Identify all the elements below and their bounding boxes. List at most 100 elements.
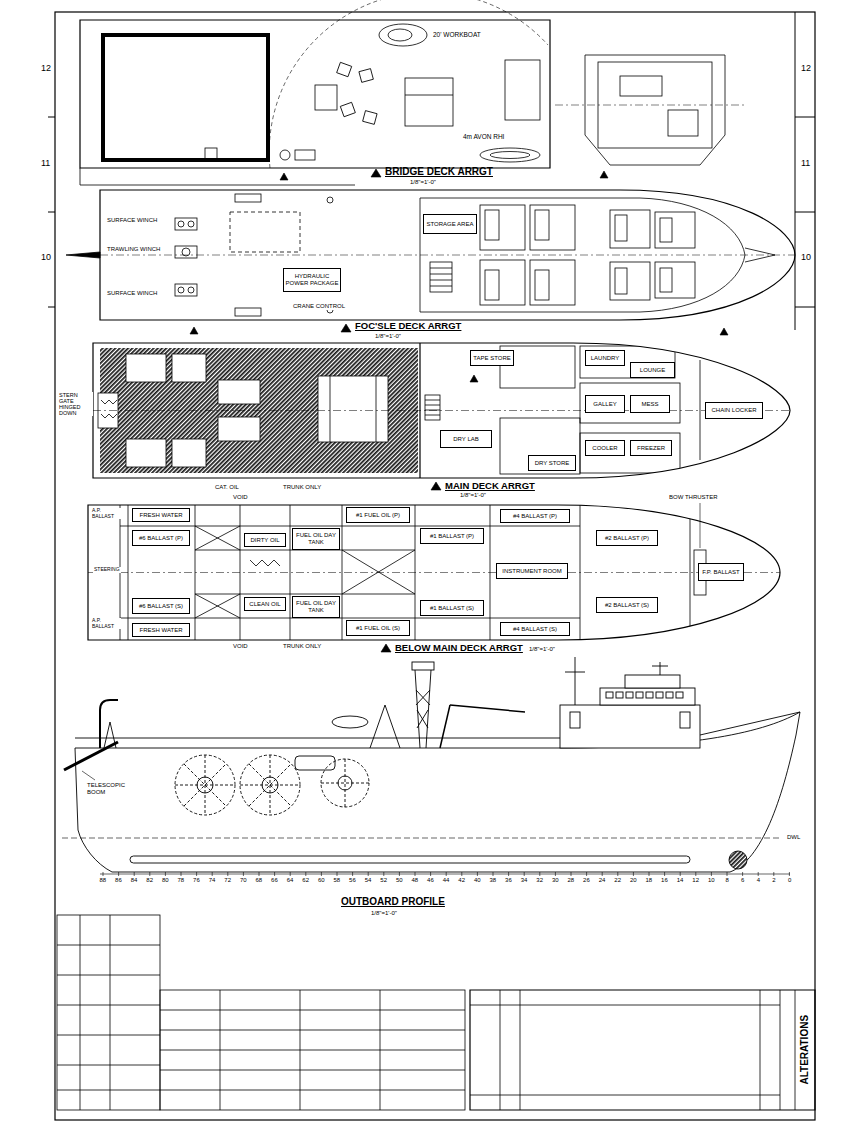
focsle-deck-drawing xyxy=(100,194,795,316)
outboard-profile-drawing xyxy=(700,712,800,735)
deck-plan: MAIN DECK ARRGT1/8"=1'-0"TAPE STOREDRY L… xyxy=(93,343,790,478)
main-deck-drawing xyxy=(419,343,420,478)
frame-number: 68 xyxy=(255,877,264,884)
revision-triangle xyxy=(600,171,608,178)
deck-outline xyxy=(88,505,780,640)
tank-note: TRUNK ONLY xyxy=(282,643,322,650)
compartment-box: #4 BALLAST (P) xyxy=(500,509,570,523)
focsle-deck-drawing xyxy=(327,197,333,203)
frame-tick xyxy=(415,872,416,876)
below-deck-drawing xyxy=(342,550,415,594)
compartment-box: #6 BALLAST (P) xyxy=(132,530,190,546)
frame-tick xyxy=(134,872,135,876)
outboard-profile-drawing xyxy=(100,700,118,748)
outboard-profile-drawing xyxy=(104,722,116,748)
frame-number: 2 xyxy=(771,877,776,884)
below-deck-drawing xyxy=(128,505,129,640)
scale-note: 1/8"=1'-0" xyxy=(410,179,436,186)
compartment-box: #2 BALLAST (P) xyxy=(596,530,658,546)
compartment-label: DRY LAB xyxy=(452,436,479,443)
focsle-deck-drawing xyxy=(175,246,197,258)
main-deck-drawing xyxy=(318,376,388,442)
title-block xyxy=(57,975,160,976)
frame-number: 52 xyxy=(379,877,388,884)
outboard-profile-drawing xyxy=(600,688,695,705)
focsle-deck-drawing xyxy=(745,248,775,262)
outboard-profile-drawing xyxy=(295,756,335,770)
below-deck-drawing xyxy=(580,505,581,640)
compartment-box: INSTRUMENT ROOM xyxy=(496,563,568,579)
focsle-deck-drawing xyxy=(188,221,194,227)
main-deck-drawing xyxy=(93,343,790,478)
frame-tick xyxy=(305,872,306,876)
focsle-deck-drawing xyxy=(655,212,695,248)
focsle-deck-drawing xyxy=(660,218,672,242)
frame-number: 40 xyxy=(473,877,482,884)
bridge-deck-drawing xyxy=(668,110,698,136)
revision-triangle xyxy=(190,327,198,334)
outboard-profile-drawing xyxy=(184,764,226,806)
frame-tick xyxy=(227,872,228,876)
tank-label: A.P. BALLAST xyxy=(91,508,121,519)
frame-number: 76 xyxy=(192,877,201,884)
frame-number: 24 xyxy=(598,877,607,884)
compartment-box: #1 BALLAST (S) xyxy=(420,600,484,616)
frame-number: 70 xyxy=(239,877,248,884)
frame-tick xyxy=(352,872,353,876)
compartment-box: DRY STORE xyxy=(528,455,576,471)
frame-number: 28 xyxy=(567,877,576,884)
deck-note: STERN GATE HINGED DOWN xyxy=(58,392,93,416)
title-block xyxy=(160,1050,465,1051)
frame-tick xyxy=(243,872,244,876)
frame-number: 88 xyxy=(99,877,108,884)
deck-outline xyxy=(470,990,815,1110)
bridge-deck-drawing xyxy=(269,0,548,168)
bridge-deck-drawing xyxy=(280,150,290,160)
main-deck-drawing xyxy=(172,354,206,382)
title-block xyxy=(160,1010,465,1011)
focsle-deck-drawing xyxy=(235,194,261,202)
main-deck-drawing xyxy=(93,410,790,411)
frame-tick xyxy=(165,872,166,876)
outboard-profile-drawing xyxy=(440,705,450,748)
tank-note: TRUNK ONLY xyxy=(282,484,322,491)
deck-outline xyxy=(470,990,815,1110)
outboard-profile-drawing xyxy=(82,771,95,780)
frame-tick xyxy=(727,872,728,876)
frame-tick xyxy=(149,872,150,876)
view-heading: MAIN DECK ARRGT xyxy=(445,481,535,492)
outboard-profile-drawing xyxy=(332,716,368,728)
title-block xyxy=(160,1030,465,1031)
grid-zone-number: 12 xyxy=(800,64,812,74)
sheet-frame xyxy=(55,12,815,1120)
compartment-label: COOLER xyxy=(591,445,618,452)
outboard-profile-drawing xyxy=(626,692,633,698)
focsle-deck-drawing xyxy=(430,280,452,281)
outboard-profile-drawing xyxy=(270,755,271,815)
frame-tick xyxy=(633,872,634,876)
outboard-profile-drawing xyxy=(416,690,430,705)
frame-tick xyxy=(477,872,478,876)
below-deck-drawing xyxy=(700,503,701,548)
compartment-box: #6 BALLAST (S) xyxy=(132,598,190,614)
deck-plan: BELOW MAIN DECK ARRGT1/8"=1'-0"FRESH WAT… xyxy=(88,505,780,640)
main-deck-drawing xyxy=(126,354,166,382)
outboard-profile-drawing xyxy=(100,874,790,875)
compartment-box: FUEL OIL DAY TANK xyxy=(292,528,340,550)
compartment-box: #1 BALLAST (P) xyxy=(420,528,484,544)
below-deck-drawing xyxy=(195,594,415,595)
deck-outline xyxy=(65,190,795,320)
sheet-frame xyxy=(795,117,815,118)
compartment-label: CLEAN OIL xyxy=(248,601,281,608)
alterations-grid xyxy=(470,990,795,1110)
compartment-label: TAPE STORE xyxy=(472,355,511,362)
revision-triangle xyxy=(371,169,381,177)
frame-number: 10 xyxy=(707,877,716,884)
title-block xyxy=(57,1090,160,1091)
frame-tick xyxy=(524,872,525,876)
frame-number: 60 xyxy=(317,877,326,884)
focsle-deck-drawing xyxy=(485,270,499,300)
tank-note: VOID xyxy=(232,643,249,650)
frame-tick xyxy=(321,872,322,876)
bridge-deck-drawing xyxy=(505,60,540,120)
